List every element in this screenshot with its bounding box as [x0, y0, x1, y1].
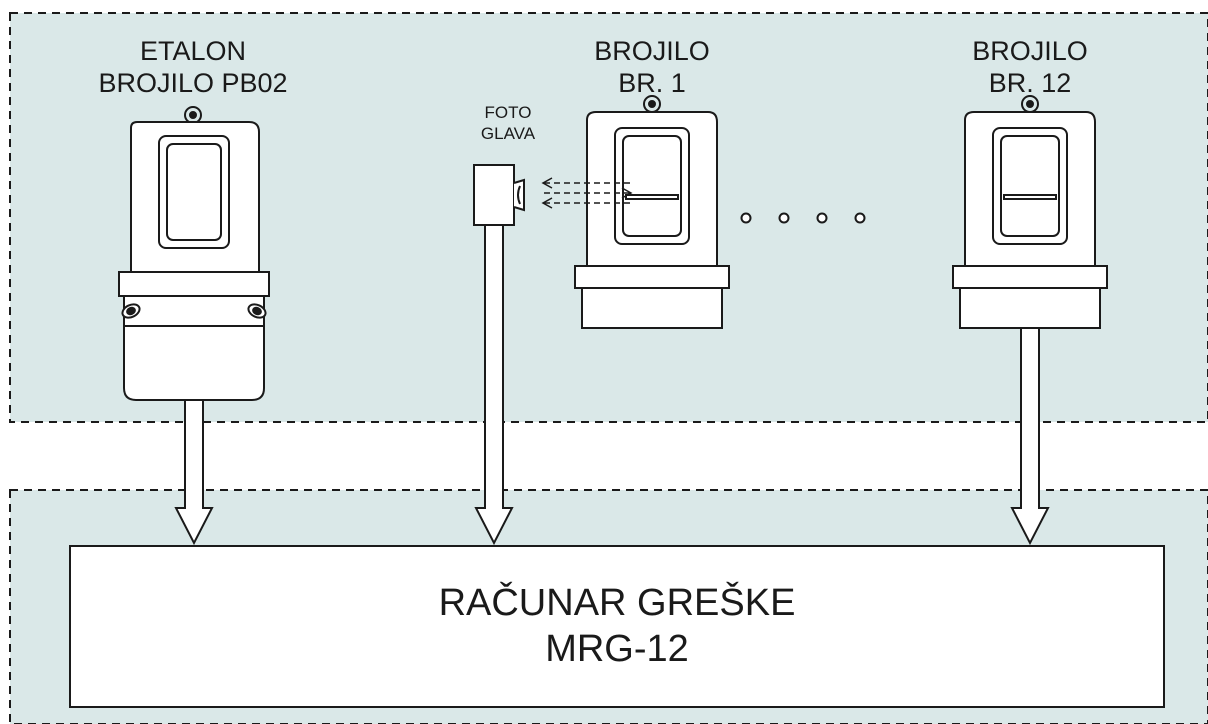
meter-1-icon [574, 95, 730, 329]
computer-label: RAČUNAR GREŠKE MRG-12 [70, 580, 1164, 672]
meter-12-label: BROJILO BR. 12 [950, 35, 1110, 99]
meter-12-label-line1: BROJILO [972, 36, 1088, 66]
computer-label-line2: MRG-12 [545, 628, 689, 670]
reference-meter-label: ETALON BROJILO PB02 [73, 35, 313, 99]
meter-1-label-line2: BR. 1 [618, 68, 686, 98]
meter-1-label: BROJILO BR. 1 [572, 35, 732, 99]
reference-meter-label-line1: ETALON [139, 36, 247, 66]
photo-head-icon [473, 164, 525, 226]
optical-beam-arrows [544, 182, 630, 204]
arrow-reference-to-computer [174, 399, 214, 546]
meter-1-label-line1: BROJILO [594, 36, 710, 66]
meter-12-label-line2: BR. 12 [988, 68, 1072, 98]
reference-meter-icon [118, 106, 270, 401]
arrow-meter12-to-computer [1010, 327, 1050, 546]
meter-12-icon [952, 95, 1108, 329]
photo-head-label-line2: GLAVA [480, 124, 536, 143]
arrow-photohead-to-computer [474, 224, 514, 546]
ellipsis-dots [740, 212, 866, 224]
photo-head-label: FOTO GLAVA [458, 102, 558, 144]
computer-box [69, 545, 1165, 708]
computer-label-line1: RAČUNAR GREŠKE [438, 582, 796, 624]
photo-head-label-line1: FOTO [484, 103, 532, 122]
reference-meter-label-line2: BROJILO PB02 [98, 68, 288, 98]
optical-beam-arrowheads [541, 177, 633, 209]
